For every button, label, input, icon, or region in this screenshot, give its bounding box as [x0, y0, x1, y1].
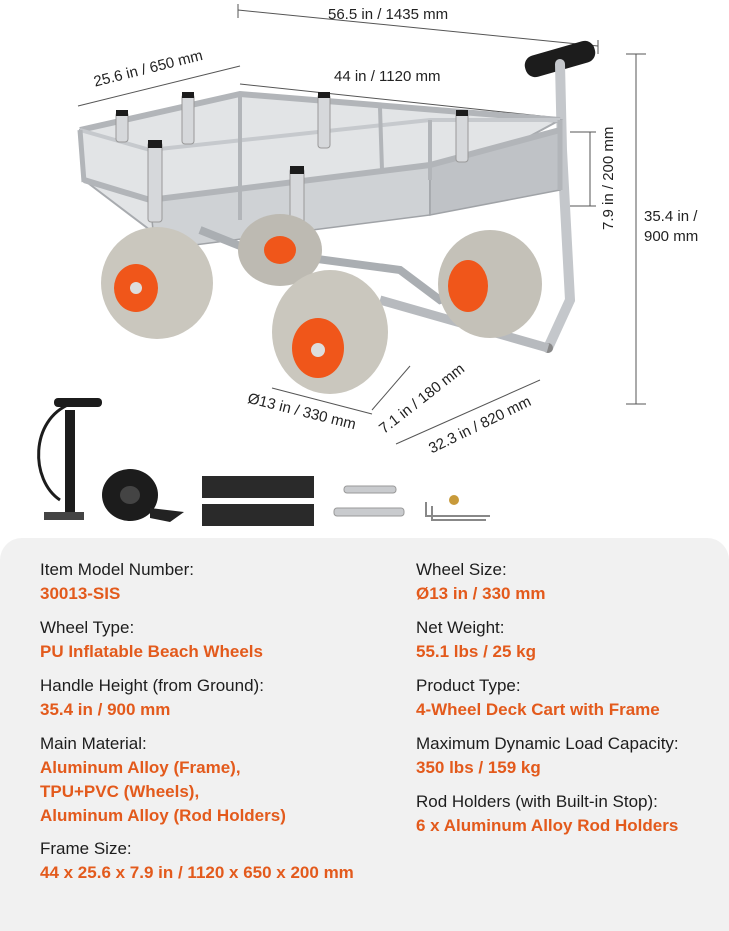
spec-value: 44 x 25.6 x 7.9 in / 1120 x 650 x 200 mm [40, 863, 354, 882]
spec-value: 55.1 lbs / 25 kg [416, 642, 537, 661]
dimension-frame-length: 44 in / 1120 mm [334, 68, 441, 85]
spec-label: Net Weight: [416, 618, 505, 637]
spec-value: 6 x Aluminum Alloy Rod Holders [416, 816, 679, 835]
spec-label: Frame Size: [40, 839, 132, 858]
spec-label: Product Type: [416, 676, 521, 695]
dimension-lines [77, 4, 646, 445]
specifications-card: Item Model Number: 30013-SIS Wheel Type:… [0, 538, 729, 931]
product-illustration: 56.5 in / 1435 mm 25.6 in / 650 mm 44 in… [37, 4, 699, 526]
spec-value: Ø13 in / 330 mm [416, 584, 546, 603]
spec-rod-holders: Rod Holders (with Built-in Stop): 6 x Al… [416, 790, 678, 838]
accessories [37, 398, 490, 526]
spec-model-number: Item Model Number: 30013-SIS [40, 558, 194, 606]
tie-strap [102, 469, 184, 522]
allen-keys [425, 495, 490, 521]
spec-label: Maximum Dynamic Load Capacity: [416, 734, 679, 753]
spec-value: PU Inflatable Beach Wheels [40, 642, 263, 661]
spec-wheel-size: Wheel Size: Ø13 in / 330 mm [416, 558, 545, 606]
spec-value: 4-Wheel Deck Cart with Frame [416, 700, 660, 719]
spec-value: Aluminum Alloy (Rod Holders) [40, 806, 286, 825]
spec-label: Item Model Number: [40, 560, 194, 579]
spec-product-type: Product Type: 4-Wheel Deck Cart with Fra… [416, 674, 660, 722]
spec-net-weight: Net Weight: 55.1 lbs / 25 kg [416, 616, 536, 664]
wrenches [333, 485, 405, 517]
dimension-overall-length: 56.5 in / 1435 mm [328, 6, 449, 23]
spec-label: Handle Height (from Ground): [40, 676, 264, 695]
dimension-handle-height-line2: 900 mm [644, 228, 699, 245]
spec-value: 35.4 in / 900 mm [40, 700, 171, 719]
spec-main-material: Main Material: Aluminum Alloy (Frame), T… [40, 732, 286, 828]
air-pump [37, 398, 102, 520]
spec-value: TPU+PVC (Wheels), [40, 782, 200, 801]
spec-frame-size: Frame Size: 44 x 25.6 x 7.9 in / 1120 x … [40, 837, 354, 885]
spec-value: 30013-SIS [40, 584, 121, 603]
mounting-brackets [202, 476, 314, 526]
spec-label: Wheel Size: [416, 560, 507, 579]
spec-handle-height: Handle Height (from Ground): 35.4 in / 9… [40, 674, 264, 722]
beach-cart-image [37, 4, 646, 526]
spec-label: Rod Holders (with Built-in Stop): [416, 792, 658, 811]
spec-value: Aluminum Alloy (Frame), [40, 758, 241, 777]
dimension-frame-height: 7.9 in / 200 mm [600, 126, 617, 230]
spec-load-capacity: Maximum Dynamic Load Capacity: 350 lbs /… [416, 732, 679, 780]
spec-label: Wheel Type: [40, 618, 135, 637]
wheels [101, 214, 542, 394]
spec-label: Main Material: [40, 734, 147, 753]
dimension-handle-height-line1: 35.4 in / [644, 208, 698, 225]
spec-value: 350 lbs / 159 kg [416, 758, 541, 777]
spec-wheel-type: Wheel Type: PU Inflatable Beach Wheels [40, 616, 263, 664]
